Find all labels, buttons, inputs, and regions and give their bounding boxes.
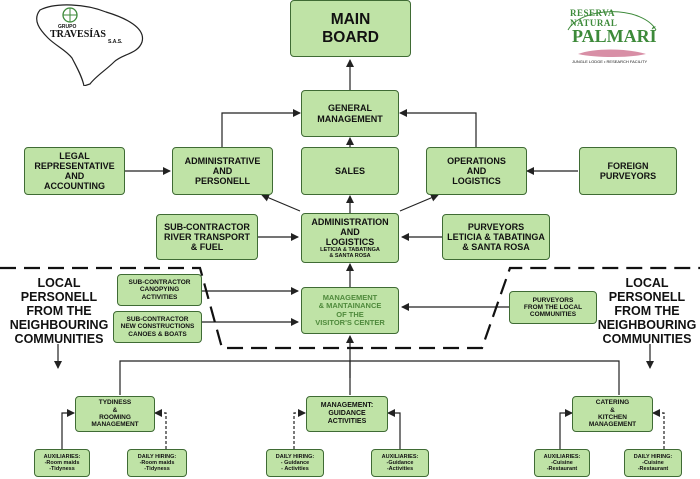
logo-left-small: GRUPO: [58, 24, 77, 30]
label-left-community: LOCAL PERSONELL FROM THE NEIGHBOURING CO…: [9, 276, 109, 346]
community-boundary: [0, 266, 700, 350]
box-daily-room: DAILY HIRING: -Room maids -Tidyness: [127, 449, 187, 477]
logo-right-tagline: JUNGLE LODGE • RESEARCH FACILITY: [572, 59, 648, 64]
box-sales: SALES: [301, 147, 399, 195]
admin-logistics-sub: LETICIA & TABATINGA & SANTA ROSA: [320, 246, 380, 260]
arrow-ops-to-gm: [399, 109, 477, 147]
box-administrative-personell: ADMINISTRATIVE AND PERSONELL: [172, 147, 273, 195]
bus-line: [119, 360, 620, 395]
arrow-al-to-ops: [399, 194, 439, 212]
box-sub-constructions: SUB-CONTRACTOR NEW CONSTRUCTIONS CANOES …: [113, 311, 202, 343]
box-purveyors-local: PURVEYORS FROM THE LOCAL COMMUNITIES: [509, 291, 597, 324]
admin-logistics-title: ADMINISTRATION AND LOGISTICS: [311, 216, 389, 247]
box-general-management: GENERAL MANAGEMENT: [301, 90, 399, 137]
logo-right-name: PALMARÍ: [572, 26, 657, 46]
arrow-al-to-admin: [261, 194, 301, 212]
arrow-auxcuis: [559, 409, 573, 449]
arrow-dailyroom: [154, 409, 167, 449]
box-daily-cuisine: DAILY HIRING: -Cuisine -Restaurant: [624, 449, 682, 477]
logo-left-suffix: S.A.S.: [108, 39, 123, 45]
box-administration-logistics: ADMINISTRATION AND LOGISTICS LETICIA & T…: [301, 213, 399, 263]
box-aux-guidance: AUXILIARIES: -Guidance -Activities: [371, 449, 429, 477]
box-purveyors-leticia: PURVEYORS LETICIA & TABATINGA & SANTA RO…: [442, 214, 550, 260]
box-tydiness-rooming: TYDINESS & ROOMING MANAGEMENT: [75, 396, 155, 432]
box-catering-kitchen: CATERING & KITCHEN MANAGEMENT: [572, 396, 653, 432]
box-visitors-center: MANAGEMENT & MANTAINANCE OF THE VISITOR'…: [301, 287, 399, 334]
dolphin-emblem-icon: [567, 11, 657, 57]
arrow-dailyguid: [293, 409, 306, 449]
box-foreign-purveyors: FOREIGN PURVEYORS: [579, 147, 677, 195]
arrow-auxguid: [387, 409, 401, 449]
box-guidance: MANAGEMENT: GUIDANCE ACTIVITIES: [306, 396, 388, 432]
box-operations-logistics: OPERATIONS AND LOGISTICS: [426, 147, 527, 195]
label-right-community: LOCAL PERSONELL FROM THE NEIGHBOURING CO…: [597, 276, 697, 346]
logo-palmari: RESERVA NATURAL PALMARÍ JUNGLE LODGE • R…: [560, 2, 664, 68]
logo-left-name: TRAVESÍAS: [50, 29, 106, 40]
logo-right-arc: RESERVA NATURAL: [570, 8, 618, 28]
box-sub-river-transport: SUB-CONTRACTOR RIVER TRANSPORT & FUEL: [156, 214, 258, 260]
box-aux-room: AUXILIARIES: -Room maids -Tidyness: [34, 449, 90, 477]
box-legal-accounting: LEGAL REPRESENTATIVE AND ACCOUNTING: [24, 147, 125, 195]
box-sub-canopy: SUB-CONTRACTOR CANOPYING ACTIVITIES: [117, 274, 202, 306]
arrow-auxroom: [61, 409, 75, 449]
arrow-dailycuis: [652, 409, 665, 449]
box-aux-cuisine: AUXILIARIES: -Cuisine -Restaurant: [534, 449, 590, 477]
logo-travesias: GRUPO TRAVESÍAS S.A.S.: [26, 2, 156, 87]
box-daily-guidance: DAILY HIRING: - Guidance - Activities: [266, 449, 324, 477]
arrow-admin-to-gm: [221, 109, 301, 147]
south-america-map-icon: [36, 4, 144, 87]
box-main-board: MAIN BOARD: [290, 0, 411, 57]
